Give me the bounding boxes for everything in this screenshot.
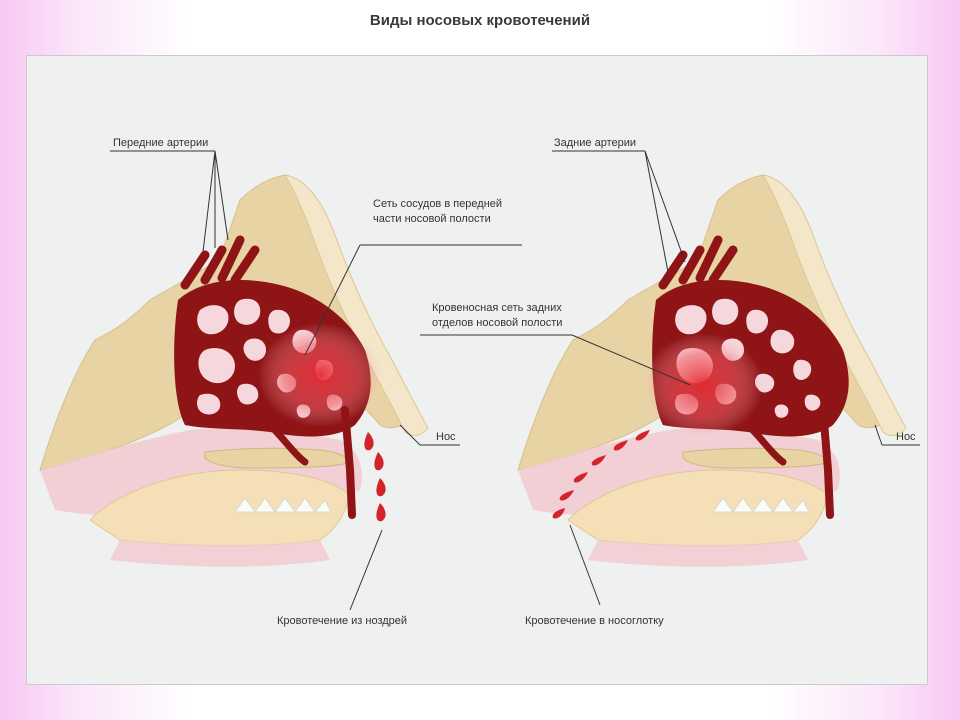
label-bleed-nasopharynx: Кровотечение в носоглотку	[525, 615, 664, 627]
label-nose-right: Нос	[896, 431, 916, 443]
label-anterior-arteries: Передние артерии	[113, 137, 209, 149]
label-anterior-network-line2: части носовой полости	[373, 213, 491, 225]
left-vessel-network	[174, 240, 382, 519]
leader-lines	[110, 150, 920, 611]
right-blood-drops	[552, 430, 650, 519]
left-blood-drops	[364, 432, 386, 522]
label-posterior-network-line1: Кровеносная сеть задних	[432, 302, 562, 314]
label-bleed-nostrils: Кровотечение из ноздрей	[277, 615, 408, 627]
right-vessel-network	[643, 240, 849, 519]
label-posterior-network-line2: отделов носовой полости	[432, 317, 563, 329]
label-anterior-network-line1: Сеть сосудов в передней	[373, 198, 503, 210]
label-nose-left: Нос	[436, 431, 456, 443]
page-title: Виды носовых кровотечений	[369, 12, 591, 29]
label-posterior-arteries: Задние артерии	[554, 137, 637, 149]
